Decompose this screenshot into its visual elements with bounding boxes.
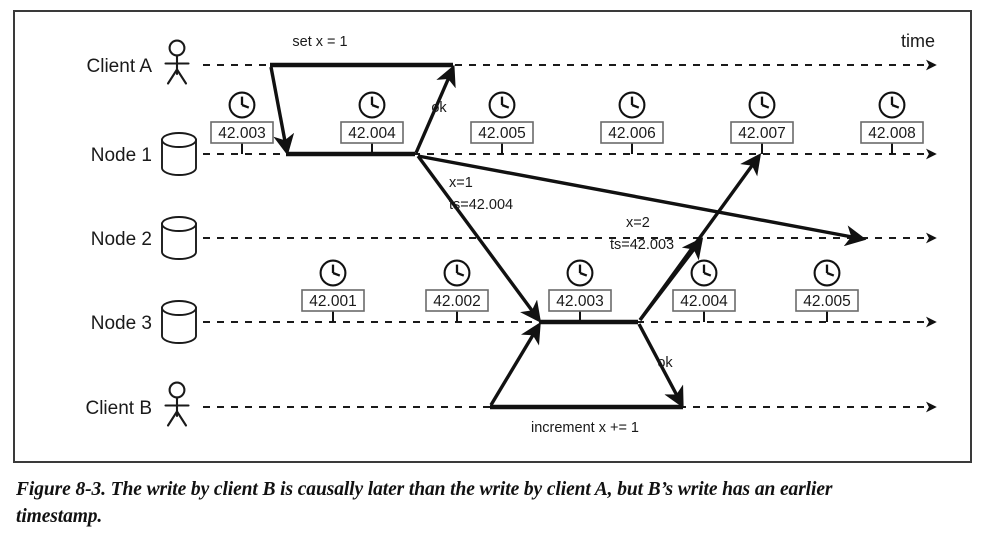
message-label-set-x: set x = 1 (292, 34, 347, 50)
lane-label-client-a: Client A (87, 56, 153, 77)
timestamp-value: 42.002 (433, 293, 480, 310)
lane-node-2: Node 2 (91, 216, 197, 260)
message-arrow-ok-a (414, 64, 456, 154)
clock-reading: 42.001 (301, 259, 365, 322)
message-arrow-replicate-1 (416, 154, 542, 323)
timestamp-value: 42.006 (608, 125, 655, 142)
clock-reading: 42.004 (340, 91, 404, 154)
timestamp-value: 42.005 (478, 125, 525, 142)
message-arrows-group (269, 64, 867, 409)
clock-icon (813, 259, 841, 287)
figure-frame: time Client A Node 1 Node 2 Node 3 Clien… (13, 10, 972, 463)
message-label-replicate-1-ts: ts=42.004 (449, 197, 513, 213)
lane-node-1: Node 1 (91, 132, 197, 176)
clock-reading: 42.003 (548, 259, 612, 322)
clock-reading: 42.007 (730, 91, 794, 154)
message-label-replicate-2-ts: ts=42.003 (610, 237, 674, 253)
clock-icon (488, 91, 516, 119)
message-arrow-ok-b (637, 323, 684, 409)
clock-icon (566, 259, 594, 287)
lane-label-node-3: Node 3 (91, 313, 152, 334)
message-label-ok-a: ok (431, 100, 447, 116)
lane-label-node-1: Node 1 (91, 145, 152, 166)
clock-reading: 42.004 (672, 259, 736, 322)
active-bars-group (270, 62, 683, 410)
clock-icon (618, 91, 646, 119)
clock-icon (748, 91, 776, 119)
timestamp-value: 42.004 (680, 293, 728, 310)
clock-reading: 42.005 (795, 259, 859, 322)
database-icon (161, 216, 197, 260)
clock-reading: 42.003 (210, 91, 274, 154)
message-labels-group: set x = 1 ok x=1 ts=42.004 x=2 ts=42.003… (292, 34, 674, 436)
figure-caption: Figure 8-3. The write by client B is cau… (16, 479, 833, 527)
person-icon (164, 39, 190, 85)
clock-reading: 42.005 (470, 91, 534, 154)
clock-icon (228, 91, 256, 119)
clock-icon (358, 91, 386, 119)
sequence-diagram: time Client A Node 1 Node 2 Node 3 Clien… (85, 31, 937, 436)
person-icon (164, 381, 190, 427)
message-label-replicate-1: x=1 (449, 175, 473, 191)
clock-reading: 42.002 (425, 259, 489, 322)
lane-node-3: Node 3 (91, 300, 197, 344)
clock-reading: 42.006 (600, 91, 664, 154)
timestamp-value: 42.003 (556, 293, 603, 310)
timestamp-value: 42.007 (738, 125, 785, 142)
message-arrow-set-x (269, 66, 295, 156)
message-arrow-replicate-1-node2 (417, 154, 867, 247)
clock-icon (319, 259, 347, 287)
message-label-ok-b: ok (657, 355, 673, 371)
database-icon (161, 300, 197, 344)
timestamp-value: 42.004 (348, 125, 396, 142)
clock-icon (690, 259, 718, 287)
database-icon (161, 132, 197, 176)
lane-client-b: Client B (85, 381, 190, 427)
lane-label-client-b: Client B (85, 398, 152, 419)
lane-client-a: Client A (87, 39, 190, 85)
timestamp-value: 42.008 (868, 125, 915, 142)
clock-readings-node-1: 42.003 42.004 42.005 (210, 91, 924, 154)
timestamp-value: 42.003 (218, 125, 265, 142)
time-axis-label: time (901, 31, 935, 51)
timestamp-value: 42.005 (803, 293, 850, 310)
clock-icon (878, 91, 906, 119)
message-arrow-replicate-2-node2 (638, 237, 704, 322)
message-arrow-increment (489, 321, 541, 406)
timestamp-value: 42.001 (309, 293, 356, 310)
clock-reading: 42.008 (860, 91, 924, 154)
message-label-replicate-2: x=2 (626, 215, 650, 231)
message-label-increment: increment x += 1 (531, 420, 639, 436)
lane-label-node-2: Node 2 (91, 229, 152, 250)
lifelines-group (203, 59, 937, 413)
clock-readings-node-3: 42.001 42.002 42.003 (301, 259, 859, 322)
clock-icon (443, 259, 471, 287)
